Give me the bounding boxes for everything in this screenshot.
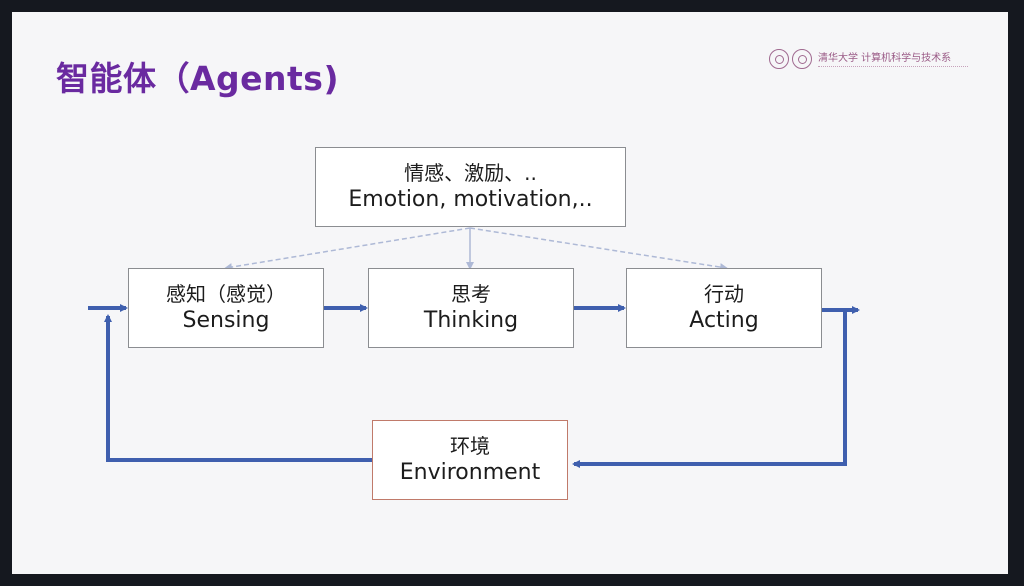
environment-label-en: Environment — [399, 460, 541, 485]
emotion-box: 情感、激励、.. Emotion, motivation,.. — [315, 147, 626, 227]
logo-text: 清华大学 计算机科学与技术系 — [818, 53, 952, 64]
page-title: 智能体（Agents) — [56, 59, 340, 98]
acting-label-zh: 行动 — [704, 282, 744, 306]
emotion-to-acting-arrow — [469, 227, 728, 272]
acting-label-en: Acting — [689, 308, 759, 333]
environment-label-zh: 环境 — [450, 434, 490, 458]
sensing-label-en: Sensing — [182, 308, 270, 333]
environment-to-sensing-arrow — [104, 314, 372, 462]
acting-to-environment-arrow — [572, 310, 847, 468]
seal-icon — [769, 49, 789, 69]
university-logo: 清华大学 计算机科学与技术系 — [769, 49, 968, 69]
sensing-label-zh: 感知（感觉） — [166, 282, 286, 306]
emotion-to-sensing-arrow — [224, 227, 471, 271]
emblem-icon — [792, 49, 812, 69]
sensing-box: 感知（感觉） Sensing — [128, 268, 324, 348]
thinking-label-zh: 思考 — [451, 282, 491, 306]
acting-box: 行动 Acting — [626, 268, 822, 348]
thinking-label-en: Thinking — [423, 308, 519, 333]
emotion-label-zh: 情感、激励、.. — [404, 161, 537, 185]
emotion-label-en: Emotion, motivation,.. — [348, 187, 593, 212]
thinking-box: 思考 Thinking — [368, 268, 574, 348]
environment-box: 环境 Environment — [372, 420, 568, 500]
